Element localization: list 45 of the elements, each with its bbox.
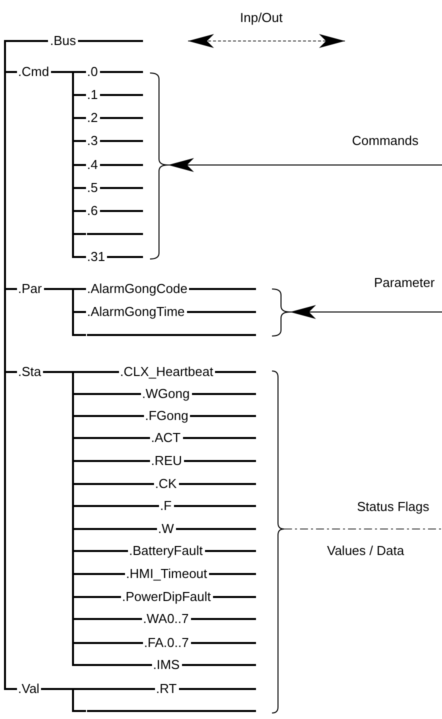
tree-label: .F xyxy=(160,497,256,515)
tree-label: .FA.0..7 xyxy=(144,634,256,652)
tree-label: .REU xyxy=(151,452,256,470)
tree-label: .Par xyxy=(18,280,42,298)
arrow xyxy=(168,158,442,172)
tree-label: .5 xyxy=(87,179,143,197)
connector-line xyxy=(41,688,86,712)
tree-label: .ACT xyxy=(151,429,256,447)
tree-label: .31 xyxy=(87,248,143,266)
tree-label: .AlarmGongCode xyxy=(87,280,256,298)
tree-label: .CLX_Heartbeat xyxy=(120,363,256,381)
tree-label: .3 xyxy=(87,132,143,150)
tree-label: .CK xyxy=(155,475,256,493)
tree-label: .6 xyxy=(87,202,143,220)
tree-label: .FGong xyxy=(145,407,256,425)
edge-label: Commands xyxy=(350,133,420,148)
note-text: Values / Data xyxy=(325,543,406,558)
arrow xyxy=(290,305,442,319)
connector-line xyxy=(4,40,48,690)
tree-label: .0 xyxy=(87,63,143,81)
note-text: Inp/Out xyxy=(238,10,285,25)
tree-label: .RT xyxy=(156,680,256,698)
tree-label: .PowerDipFault xyxy=(122,588,256,606)
edge-label: Parameter xyxy=(372,275,437,290)
connector-line xyxy=(44,288,86,336)
tree-label: .1 xyxy=(87,86,143,104)
tree-label: .Val xyxy=(18,680,39,698)
dashed-line xyxy=(284,528,442,530)
tree-label: .Bus xyxy=(50,32,143,50)
tree-label: .W xyxy=(158,520,256,538)
curly-brace xyxy=(150,72,168,260)
tree-label: .WA0..7 xyxy=(143,610,256,628)
tree-label: .2 xyxy=(87,109,143,127)
tree-label: .HMI_Timeout xyxy=(126,565,256,583)
tree-label: .AlarmGongTime xyxy=(87,303,256,321)
tree-label: .BatteryFault xyxy=(129,542,256,560)
tree-label: .Cmd xyxy=(18,63,49,81)
connector-line xyxy=(43,371,152,666)
tree-label: .WGong xyxy=(142,385,256,403)
tree-label: .IMS xyxy=(153,656,256,674)
edge-label: Status Flags xyxy=(355,499,432,514)
curly-brace xyxy=(272,370,284,714)
curly-brace xyxy=(272,288,290,337)
tree-label: .4 xyxy=(87,156,143,174)
tree-label: .Sta xyxy=(18,363,41,381)
